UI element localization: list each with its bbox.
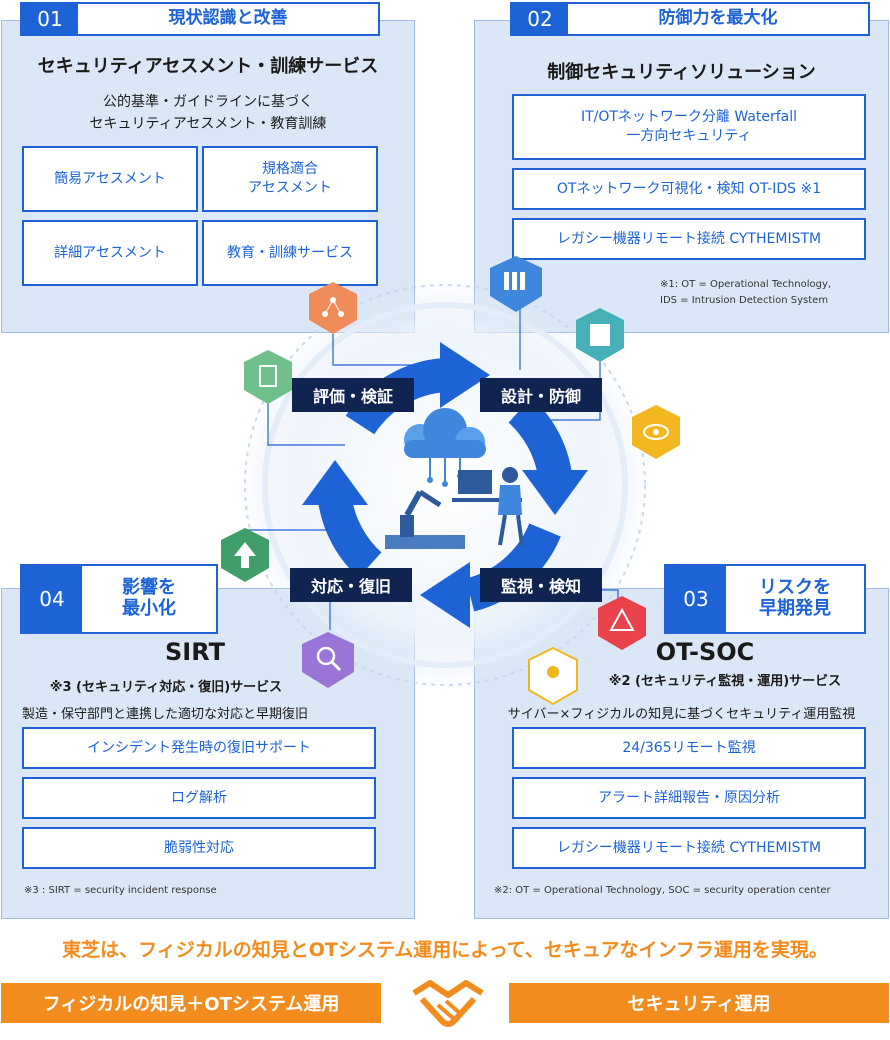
service-box-detailed-assessment[interactable]: 詳細アセスメント	[22, 220, 198, 286]
footnote: IDS = Intrusion Detection System	[660, 295, 829, 306]
cycle-arrowhead	[302, 460, 368, 505]
panel-description: サイバー×フィジカルの知見に基づくセキュリティ運用監視	[507, 707, 856, 722]
robot-arm-icon	[385, 489, 465, 549]
panel-title: 現状認識と改善	[168, 8, 288, 29]
panel-title: 影響を 最小化	[82, 566, 216, 632]
service-box-vulnerability[interactable]: 脆弱性対応	[22, 827, 376, 869]
panel-subheading: ※3 (セキュリティ対応・復旧)サービス	[49, 680, 283, 695]
footer-right-banner: セキュリティ運用	[509, 983, 889, 1023]
panel-heading: OT-SOC	[655, 638, 755, 666]
cycle-label-respond: 対応・復旧	[290, 568, 412, 602]
eye-shield-icon	[632, 405, 680, 459]
handshake-icon	[412, 980, 484, 1027]
service-box-remote-monitoring[interactable]: 24/365リモート監視	[512, 727, 866, 769]
title-line: 最小化	[122, 598, 176, 619]
cycle-arrowhead	[522, 470, 588, 515]
cycle-label-design: 設計・防御	[480, 378, 602, 412]
panel-subtext: 公的基準・ガイドラインに基づく	[103, 94, 313, 110]
service-box-basic-assessment[interactable]: 簡易アセスメント	[22, 146, 198, 212]
title-line: リスクを	[759, 577, 831, 599]
connector-line	[332, 330, 440, 366]
panel-number: 02	[512, 4, 568, 34]
panel-subtext: セキュリティアセスメント・教育訓練	[89, 116, 327, 132]
cycle-arrow	[508, 397, 572, 479]
connector-line	[244, 529, 345, 565]
cycle-arrow	[318, 496, 382, 578]
panel-description: 製造・保守部門と連携した適切な対応と早期復旧	[22, 707, 309, 722]
clipboard-shield-icon	[244, 350, 292, 404]
footer-tagline: 東芝は、フィジカルの知見とOTシステム運用によって、セキュアなインフラ運用を実現…	[62, 939, 828, 961]
panel-header-01: 01 現状認識と改善	[20, 2, 380, 36]
box-line: 規格適合	[262, 161, 318, 178]
panel-heading: 制御セキュリティソリューション	[547, 62, 816, 83]
panel-number: 04	[22, 566, 82, 632]
panel-subheading: ※2 (セキュリティ監視・運用)サービス	[608, 674, 842, 689]
footnote: ※3 : SIRT = security incident response	[24, 885, 217, 896]
service-box-standard-assessment[interactable]: 規格適合 アセスメント	[202, 146, 378, 212]
solution-box-cythemis[interactable]: レガシー機器リモート接続 CYTHEMISTM	[512, 218, 866, 260]
footnote: ※2: OT = Operational Technology, SOC = s…	[494, 885, 831, 896]
panel-title: 防御力を最大化	[658, 8, 778, 29]
panel-header-03: 03 リスクを 早期発見	[664, 564, 866, 634]
cycle-label-monitor: 監視・検知	[480, 568, 602, 602]
panel-header-04: 04 影響を 最小化	[20, 564, 218, 634]
panel-title: リスクを 早期発見	[726, 566, 864, 632]
box-line: IT/OTネットワーク分離 Waterfall	[580, 109, 798, 126]
box-line: 一方向セキュリティ	[626, 128, 752, 144]
panel-number: 03	[666, 566, 726, 632]
solution-box-ot-ids[interactable]: OTネットワーク可視化・検知 OT-IDS ※1	[512, 168, 866, 210]
cycle-arrowhead	[420, 562, 470, 628]
service-box-alert-report[interactable]: アラート詳細報告・原因分析	[512, 777, 866, 819]
title-line: 影響を	[122, 577, 176, 599]
panel-header-02: 02 防御力を最大化	[510, 2, 870, 36]
service-box-log-analysis[interactable]: ログ解析	[22, 777, 376, 819]
panel-heading: SIRT	[165, 638, 225, 666]
panel-number: 01	[22, 4, 78, 34]
footer-left-banner: フィジカルの知見＋OTシステム運用	[1, 983, 381, 1023]
box-line: アセスメント	[248, 180, 332, 196]
panel-heading: セキュリティアセスメント・訓練サービス	[37, 56, 379, 77]
service-box-training[interactable]: 教育・訓練サービス	[202, 220, 378, 286]
cloud-icon	[404, 408, 486, 487]
title-line: 早期発見	[759, 598, 831, 619]
operator-desk-icon	[452, 467, 524, 546]
arrow-up-shield-icon	[221, 528, 269, 582]
cycle-label-evaluate: 評価・検証	[292, 378, 414, 412]
service-box-recovery-support[interactable]: インシデント発生時の復旧サポート	[22, 727, 376, 769]
footnote: ※1: OT = Operational Technology,	[660, 279, 832, 290]
solution-box-waterfall[interactable]: IT/OTネットワーク分離 Waterfall 一方向セキュリティ	[512, 94, 866, 160]
service-box-cythemis[interactable]: レガシー機器リモート接続 CYTHEMISTM	[512, 827, 866, 869]
